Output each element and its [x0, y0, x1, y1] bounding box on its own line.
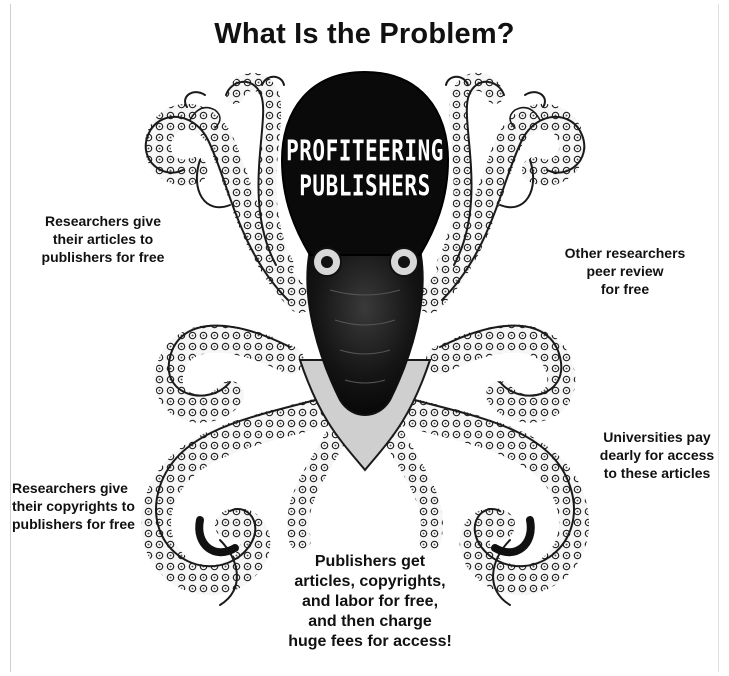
tentacle-upper-left: [146, 82, 300, 300]
label-researchers-give-copyrights: Researchers give their copyrights to pub…: [12, 479, 156, 533]
label-peer-review: Other researchers peer review for free: [540, 244, 710, 298]
label-universities-pay: Universities pay dearly for access to th…: [585, 428, 729, 482]
octopus-head-text-line2: PUBLISHERS: [280, 170, 450, 202]
label-researchers-give-articles: Researchers give their articles to publi…: [28, 212, 178, 266]
octopus-head-text-line1: PROFITEERING: [280, 135, 450, 167]
label-publishers-get: Publishers get articles, copyrights, and…: [255, 552, 485, 652]
